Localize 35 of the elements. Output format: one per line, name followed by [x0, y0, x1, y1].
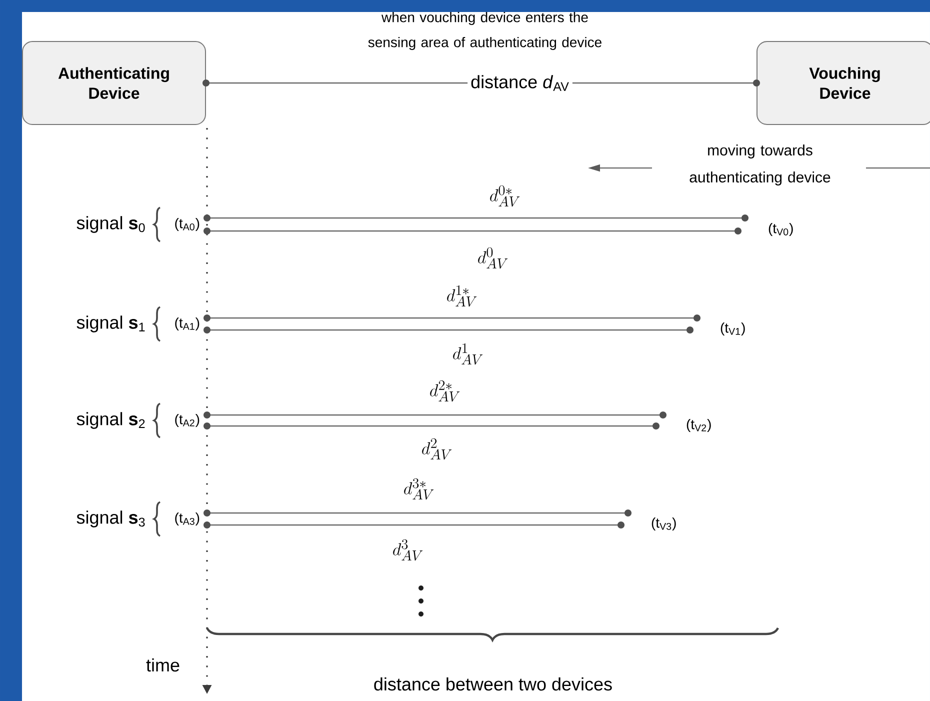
edge-label: $d_{AV}^{3}$: [393, 539, 423, 561]
signal-line: [204, 228, 742, 234]
axis-label: time: [146, 658, 180, 672]
signal-line: [204, 510, 632, 516]
edge-label: $d_{AV}^{2*}$: [430, 380, 460, 402]
edge-label: $d_{AV}^{1}$: [453, 343, 483, 365]
signal-line: [204, 422, 660, 430]
signal-line: [204, 412, 666, 418]
signal-line: [204, 326, 694, 334]
time-label: (t$_{A0}$): [175, 218, 200, 232]
edge-label: $d_{AV}^{2}$: [422, 438, 452, 460]
direction-label: moving towards authenticating device: [690, 144, 830, 186]
edge-label: distance d$_{AV}$: [468, 72, 572, 94]
device-box: Authenticating Device: [22, 41, 206, 125]
signal-line: [204, 314, 700, 322]
time-label: (t$_{A3}$): [175, 512, 200, 526]
caption-text: when vouching device enters the sensing area of authenticating device: [368, 12, 602, 50]
signal-label: signal s$_{1}$: [76, 316, 145, 332]
edge-label: $d_{AV}^{0}$: [478, 247, 508, 269]
time-label: (t$_{V1}$): [720, 322, 745, 336]
signal-label: signal s$_{0}$: [76, 216, 145, 233]
edge-label: $d_{AV}^{0*}$: [490, 185, 520, 207]
time-label: (t$_{A1}$): [175, 317, 200, 331]
edge-label: $d_{AV}^{1*}$: [447, 285, 477, 307]
time-label: (t$_{V3}$): [652, 517, 676, 531]
brace-label: distance between two devices: [374, 677, 612, 691]
time-label: (t$_{V0}$): [768, 222, 793, 236]
device-box: Vouching Device: [756, 41, 930, 125]
time-label: (t$_{V2}$): [686, 418, 711, 432]
signal-line: [204, 214, 748, 222]
time-label: (t$_{A2}$): [175, 414, 200, 428]
edge-label: $d_{AV}^{3*}$: [404, 478, 434, 500]
signal-line: [204, 522, 624, 528]
signal-label: signal s$_{2}$: [76, 412, 145, 429]
signal-label: signal s$_{3}$: [76, 510, 145, 528]
